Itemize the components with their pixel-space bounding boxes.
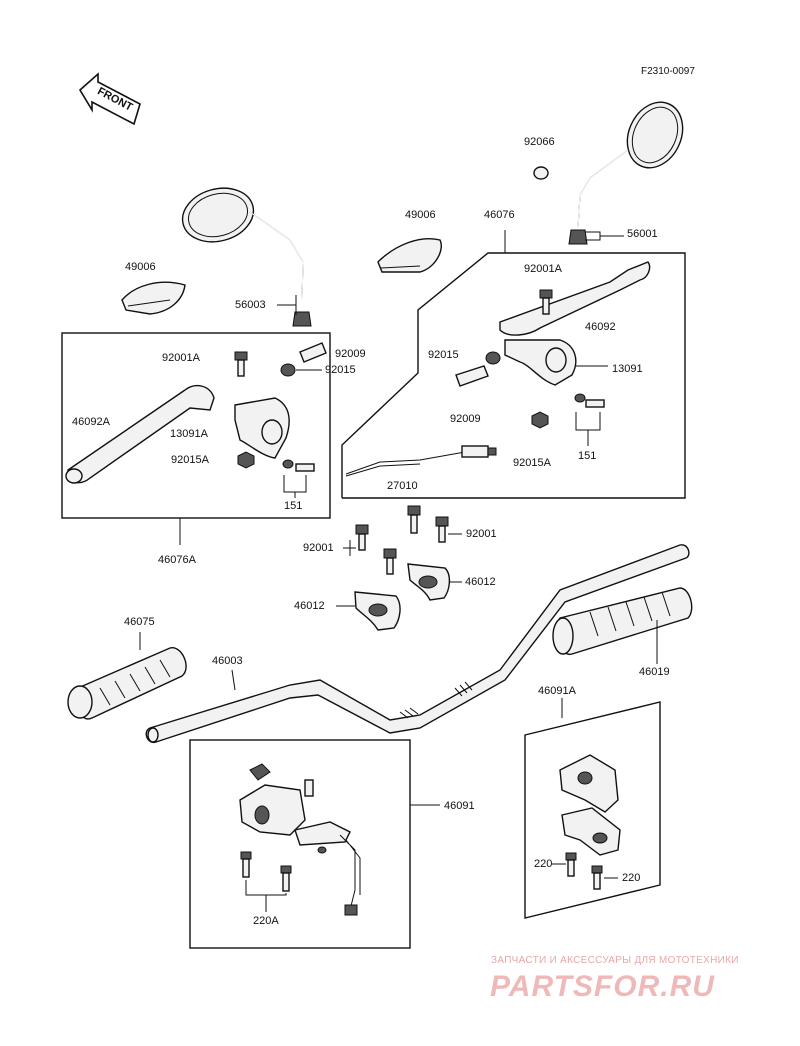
- label-92001-left: 92001: [303, 542, 334, 554]
- nut-92015A-left: [237, 451, 255, 469]
- bolt-92001A-left: [234, 351, 248, 377]
- holder-13091A: [234, 397, 290, 459]
- label-92001-right: 92001: [466, 528, 497, 540]
- label-46003: 46003: [212, 655, 243, 667]
- left-lever-assembly-box: [61, 332, 331, 545]
- screws-220A: [240, 851, 292, 892]
- handlebar-46003: [145, 544, 690, 744]
- label-151-right: 151: [578, 450, 596, 462]
- label-92015A-left: 92015A: [171, 454, 210, 466]
- right-lever-assembly-box: [341, 230, 686, 499]
- right-mirror: [568, 101, 684, 245]
- label-92015-left: 92015: [325, 364, 356, 376]
- holder-46012-left: [354, 591, 401, 631]
- nut-92015A-right: [531, 411, 549, 429]
- label-49006-left: 49006: [125, 261, 156, 273]
- screws-220: [565, 852, 603, 890]
- label-92009-left: 92009: [335, 348, 366, 360]
- switch-27010: [345, 445, 497, 477]
- watermark-brand: PARTSFOR.RU: [490, 970, 715, 1003]
- switch-housing-46091A: [559, 754, 621, 856]
- left-mirror: [181, 187, 312, 327]
- label-46091: 46091: [444, 800, 475, 812]
- label-13091A: 13091A: [170, 428, 209, 440]
- label-220-right: 220: [622, 872, 640, 884]
- label-92001A-left: 92001A: [162, 352, 201, 364]
- label-46092A: 46092A: [72, 416, 111, 428]
- switch-assembly-46091-box: [189, 739, 440, 949]
- label-46091A: 46091A: [538, 685, 577, 697]
- lever-46092A: [65, 384, 215, 484]
- bolt-151-right: [574, 393, 605, 408]
- lever-46092: [499, 261, 651, 336]
- holder-46012-right: [407, 563, 451, 601]
- front-arrow-icon: FRONT: [78, 72, 141, 126]
- screw-92009-left: [299, 342, 327, 363]
- label-46012-left: 46012: [294, 600, 325, 612]
- label-92009-right: 92009: [450, 413, 481, 425]
- label-46019: 46019: [639, 666, 670, 678]
- label-46076: 46076: [484, 209, 515, 221]
- label-27010: 27010: [387, 480, 418, 492]
- figure-code: F2310-0097: [641, 66, 695, 77]
- nut-92015: [485, 351, 501, 365]
- screw-92009-right: [455, 365, 489, 387]
- label-56001: 56001: [627, 228, 658, 240]
- switch-assembly-46091A-box: [524, 698, 661, 919]
- label-56003: 56003: [235, 299, 266, 311]
- label-92015A-right: 92015A: [513, 457, 552, 469]
- grip-46075: [67, 647, 187, 720]
- label-13091: 13091: [612, 363, 643, 375]
- switch-housing-46091: [239, 763, 361, 916]
- label-220-left: 220: [534, 858, 552, 870]
- bolt-92001A-right: [539, 289, 553, 315]
- label-151-left: 151: [284, 500, 302, 512]
- lever-cover-right: [377, 238, 442, 273]
- clamp-bolts-92001: [355, 505, 449, 575]
- holder-13091: [504, 339, 577, 386]
- lever-cover-left: [121, 281, 186, 315]
- label-46076A: 46076A: [158, 554, 197, 566]
- nut-92015-left: [280, 363, 296, 377]
- watermark-tagline: ЗАПЧАСТИ И АКСЕССУАРЫ ДЛЯ МОТОТЕХНИКИ: [491, 955, 739, 966]
- label-46012-right: 46012: [465, 576, 496, 588]
- label-46092: 46092: [585, 321, 616, 333]
- label-92001A-right: 92001A: [524, 263, 563, 275]
- label-92066: 92066: [524, 136, 555, 148]
- label-46075: 46075: [124, 616, 155, 628]
- label-92015: 92015: [428, 349, 459, 361]
- bolt-151-left: [282, 459, 315, 472]
- bolt-92066: [533, 166, 549, 180]
- grip-46019: [552, 587, 693, 655]
- label-49006-right: 49006: [405, 209, 436, 221]
- label-220A: 220A: [253, 915, 279, 927]
